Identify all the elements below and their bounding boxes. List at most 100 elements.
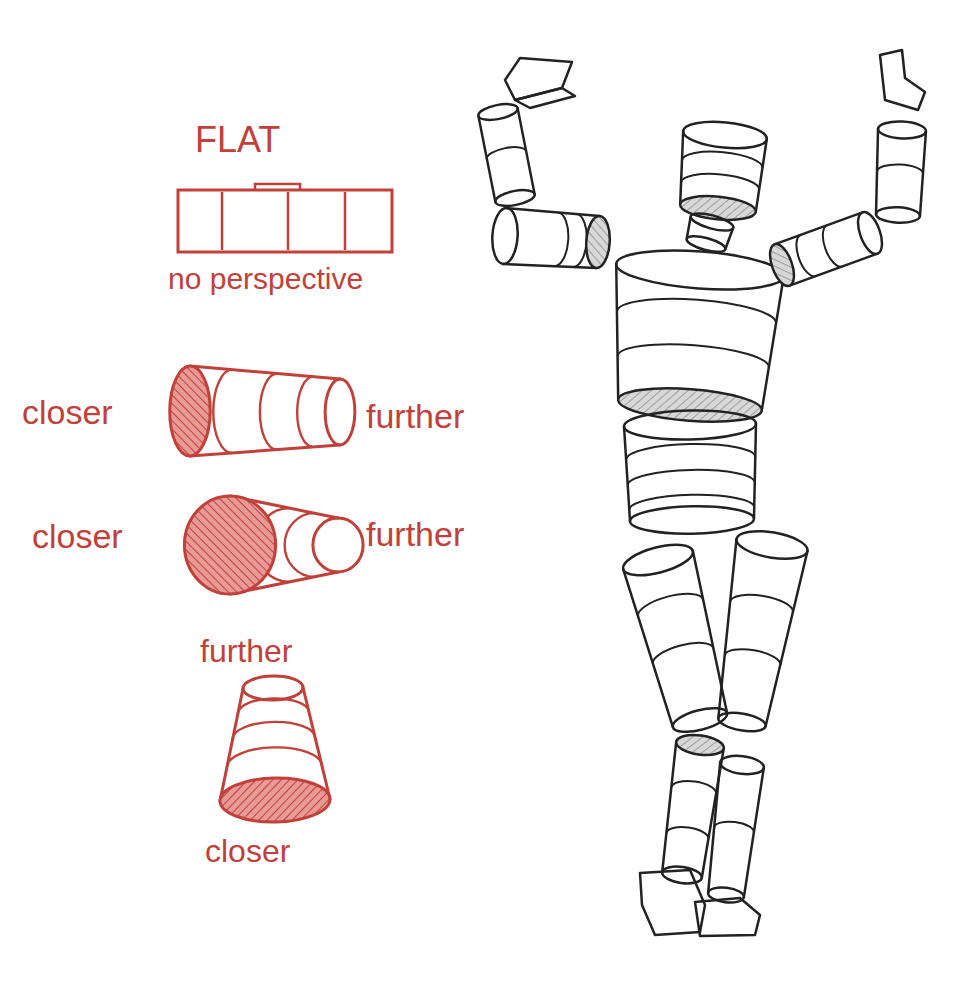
cylinder-ring xyxy=(626,444,755,460)
cylinder-end xyxy=(630,505,755,535)
cylinder-ring xyxy=(629,495,754,510)
cylinder-side xyxy=(507,208,600,216)
cylinder-end xyxy=(477,101,519,122)
cylinder-side xyxy=(190,366,340,379)
cylinder-ring xyxy=(617,299,776,323)
heading-label: FLAT xyxy=(195,120,280,160)
cylinder-end xyxy=(624,409,757,441)
cylinder-side xyxy=(680,131,683,204)
cylinder-ring xyxy=(554,212,568,266)
cylinder-side xyxy=(754,424,756,519)
cylinder-side xyxy=(518,108,535,194)
cylinder-ring xyxy=(573,214,587,267)
cylinder xyxy=(477,101,536,208)
cylinder-ring xyxy=(618,344,769,367)
cylinder-ring xyxy=(681,174,759,190)
perspective-label: closer xyxy=(22,394,113,431)
cylinder-ring xyxy=(730,595,793,613)
cylinder-end xyxy=(878,120,927,139)
cylinder xyxy=(765,209,887,289)
cylinder-end xyxy=(682,118,768,151)
perspective-label: further xyxy=(366,398,464,435)
cylinder-end xyxy=(617,384,763,426)
cylinder-side xyxy=(616,264,618,400)
cylinder-end xyxy=(670,703,729,736)
block-shape xyxy=(695,898,760,936)
cylinder-side xyxy=(762,276,784,410)
cylinder-end xyxy=(765,241,799,289)
cylinder xyxy=(679,118,768,223)
cylinder-end xyxy=(313,518,363,572)
cylinder-side xyxy=(766,551,808,726)
cylinder-side xyxy=(503,264,596,268)
cylinder-ring xyxy=(487,147,526,159)
cylinder xyxy=(717,527,810,735)
cylinder xyxy=(184,496,363,594)
cylinder-end xyxy=(169,366,210,456)
flat-tab xyxy=(255,184,300,190)
perspective-label: further xyxy=(200,634,292,669)
cylinder-side xyxy=(623,569,673,727)
cylinder-ring xyxy=(671,781,716,794)
perspective-label: closer xyxy=(32,518,123,555)
cylinder-side xyxy=(718,539,736,718)
cylinder-end xyxy=(717,710,767,735)
cylinder-ring xyxy=(823,225,842,267)
cylinder-end xyxy=(494,187,536,208)
cylinder-side xyxy=(624,426,630,521)
cylinder-ring xyxy=(628,470,755,485)
cylinder-ring xyxy=(297,377,313,447)
block-shape xyxy=(515,88,575,108)
cylinder-end xyxy=(184,496,275,594)
cylinder xyxy=(707,754,765,905)
cylinder-side xyxy=(774,212,862,244)
cylinder-ring xyxy=(233,722,315,739)
cylinder-ring xyxy=(796,235,815,277)
cylinder-end xyxy=(615,245,785,294)
cylinder-end xyxy=(243,675,303,700)
flat-divider xyxy=(221,192,224,250)
cylinder xyxy=(491,207,612,268)
flat-divider xyxy=(287,192,290,250)
cylinder-side xyxy=(662,742,676,873)
cylinder-end xyxy=(675,732,725,758)
perspective-label: closer xyxy=(205,834,290,869)
cylinder xyxy=(220,675,331,823)
cylinder-figure xyxy=(477,50,926,936)
cylinder xyxy=(685,210,735,255)
cylinder-side xyxy=(790,254,878,286)
cylinder-ring xyxy=(877,164,923,173)
cylinder-ring xyxy=(638,594,703,617)
flat-rectangle xyxy=(178,190,392,252)
cylinder-end xyxy=(585,215,612,268)
perspective-label: further xyxy=(366,516,464,553)
cylinder-ring xyxy=(653,643,713,664)
cylinder xyxy=(876,120,927,223)
cylinder-end xyxy=(689,210,735,234)
perspective-label: no perspective xyxy=(168,262,363,295)
flat-divider xyxy=(344,192,347,250)
cylinder-end xyxy=(853,209,887,257)
cylinder-ring xyxy=(213,370,232,453)
cylinder-ring xyxy=(260,374,277,450)
cylinder-ring xyxy=(714,822,754,833)
cylinder-end xyxy=(876,206,921,223)
cylinder-side xyxy=(708,762,720,892)
cylinder-ring xyxy=(285,513,315,577)
cylinder xyxy=(169,366,355,456)
cylinder-end xyxy=(719,754,765,777)
cylinder xyxy=(620,539,730,737)
cylinder-end xyxy=(325,379,355,445)
cylinder-side xyxy=(756,139,767,212)
cylinder-ring xyxy=(725,649,781,665)
block-shape xyxy=(880,50,925,110)
cylinder-ring xyxy=(227,747,322,767)
cylinder-end xyxy=(620,539,696,582)
cylinder-side xyxy=(190,445,340,456)
cylinder-end xyxy=(734,527,809,564)
cylinder-ring xyxy=(682,152,762,169)
cylinder xyxy=(624,409,757,535)
cylinder-end xyxy=(220,777,331,823)
